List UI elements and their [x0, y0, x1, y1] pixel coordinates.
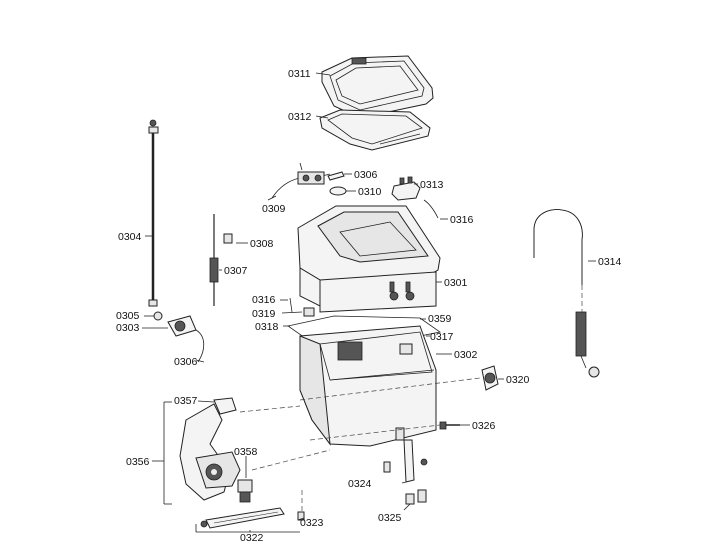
label-0303: 0303: [116, 322, 140, 334]
part-0308-clip[interactable]: [223, 233, 233, 244]
label-0316-left: 0316: [252, 294, 276, 306]
part-0326-screw[interactable]: [439, 421, 460, 430]
part-0306-hose-bottom[interactable]: [195, 329, 205, 363]
label-0308: 0308: [250, 238, 274, 250]
label-0358: 0358: [234, 446, 258, 458]
label-0325: 0325: [378, 512, 402, 524]
label-0309: 0309: [262, 203, 286, 215]
label-0304: 0304: [118, 231, 142, 243]
label-0323: 0323: [300, 517, 324, 529]
part-0316-small-hose-left[interactable]: [289, 297, 293, 313]
part-0320-pump[interactable]: [481, 365, 499, 391]
part-0303-valve[interactable]: [167, 315, 197, 337]
part-0307-damper[interactable]: [209, 214, 219, 306]
part-0302-lower-tub[interactable]: [299, 325, 437, 447]
part-0324-strut[interactable]: [383, 439, 428, 483]
label-0359: 0359: [428, 313, 452, 325]
label-0306-bottom: 0306: [174, 356, 198, 368]
part-0356-pump-housing[interactable]: [179, 403, 241, 501]
part-0304-suspension-rod[interactable]: [148, 119, 159, 307]
part-0310-ring[interactable]: [329, 186, 347, 196]
label-0320: 0320: [506, 374, 530, 386]
part-0316-small-hose-top[interactable]: [423, 199, 439, 219]
part-0325-caps[interactable]: [405, 489, 427, 505]
part-0322-heating-element[interactable]: [200, 507, 285, 529]
label-0305: 0305: [116, 310, 140, 322]
label-0357: 0357: [174, 395, 198, 407]
part-0358-filter[interactable]: [237, 479, 253, 503]
label-0322: 0322: [240, 532, 264, 544]
label-0316-top: 0316: [450, 214, 474, 226]
part-0319-clamp[interactable]: [303, 307, 315, 317]
part-0313-pressure-switch[interactable]: [391, 176, 421, 201]
part-0323-clip[interactable]: [297, 511, 305, 521]
part-0357-connector[interactable]: [213, 397, 237, 415]
part-0301-tub-top[interactable]: [297, 205, 441, 313]
label-0306-top: 0306: [354, 169, 378, 181]
label-0307: 0307: [224, 265, 248, 277]
label-0324: 0324: [348, 478, 372, 490]
part-0305-fitting[interactable]: [153, 311, 163, 321]
label-0317: 0317: [430, 331, 454, 343]
label-0318: 0318: [255, 321, 279, 333]
part-0309-hose-assembly[interactable]: [267, 162, 331, 201]
part-0312-door-seal[interactable]: [319, 109, 431, 151]
label-0302: 0302: [454, 349, 478, 361]
part-0306-tube[interactable]: [327, 171, 345, 181]
label-0312: 0312: [288, 111, 312, 123]
part-0311-door-frame[interactable]: [321, 55, 434, 119]
label-0314: 0314: [598, 256, 622, 268]
label-0326: 0326: [472, 420, 496, 432]
label-0356: 0356: [126, 456, 150, 468]
label-0301: 0301: [444, 277, 468, 289]
label-0311: 0311: [288, 68, 311, 80]
part-0314-drain-hose[interactable]: [533, 209, 600, 378]
label-0319: 0319: [252, 308, 276, 320]
label-0313: 0313: [420, 179, 444, 191]
label-0310: 0310: [358, 186, 382, 198]
